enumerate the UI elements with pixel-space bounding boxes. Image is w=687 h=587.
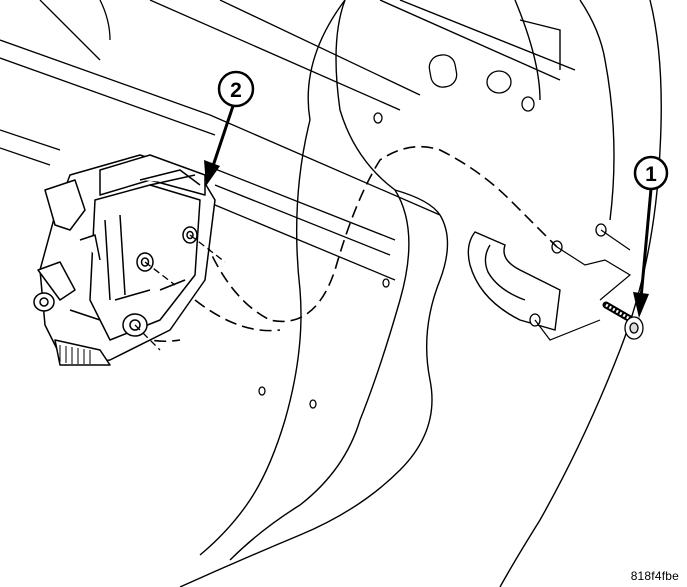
- figure-code: 818f4fbe: [630, 569, 679, 583]
- screw: [602, 301, 644, 340]
- latch-pocket: [467, 231, 561, 331]
- panel-holes: [258, 54, 535, 409]
- callout-1-number: 1: [645, 163, 657, 186]
- callout-1-leader: [639, 188, 653, 299]
- door-inner-panel: [179, 0, 662, 587]
- alignment-lines: [534, 229, 632, 341]
- latch-alignment-lines: [134, 234, 226, 351]
- callout-2-number: 2: [230, 79, 242, 102]
- door-latch: [33, 154, 216, 366]
- callout-2-arrowhead: [204, 160, 220, 186]
- callout-2: 2: [204, 70, 255, 186]
- callout-1-arrowhead: [633, 292, 649, 318]
- callout-2-circle: [217, 70, 255, 108]
- callout-2-leader: [211, 105, 235, 167]
- door-panel-lines: [0, 0, 441, 281]
- callout-1: 1: [633, 155, 669, 318]
- mounting-holes: [529, 223, 607, 327]
